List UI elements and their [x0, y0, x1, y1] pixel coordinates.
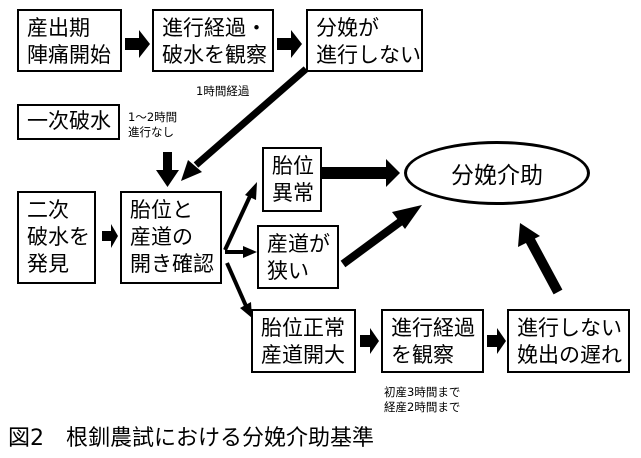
arrowhead-narrow-to-assist — [392, 205, 422, 229]
node-no-progress-line-2: 進行しない — [316, 43, 421, 67]
arrow-malposition-to-assist — [321, 159, 400, 187]
node-check-line-2: 産道の — [130, 225, 193, 249]
node-observe1-line-2: 破水を観察 — [162, 43, 267, 67]
node-observe2: 進行経過 を観察 — [381, 309, 484, 373]
note-one-hour: 1時間経過 — [196, 84, 250, 98]
node-malposition-line-2: 異常 — [272, 181, 314, 205]
node-narrow-line-2: 狭い — [267, 259, 309, 283]
node-malposition: 胎位 異常 — [262, 147, 322, 212]
node-no-progress: 分娩が 進行しない — [306, 9, 423, 72]
arrow-normal-to-observe2 — [360, 328, 379, 354]
arrow-check-to-normal — [225, 262, 248, 307]
node-narrow-line-1: 産道が — [267, 232, 330, 256]
arrow-delay-to-assist — [525, 237, 563, 295]
node-primary-rupture: 一次破水 — [17, 104, 120, 140]
node-observe2-line-1: 進行経過 — [391, 316, 475, 340]
node-observe1-line-1: 進行経過・ — [162, 16, 267, 40]
arrowhead-check-to-malposition — [245, 182, 257, 200]
node-secondary-rupture: 二次 破水を 発見 — [17, 191, 96, 284]
arrowhead-noprogress-to-check — [181, 160, 202, 181]
node-onset-line-1: 産出期 — [27, 16, 90, 40]
note-limits-line-2: 経産2時間まで — [384, 400, 461, 414]
arrowhead-check-to-normal — [240, 302, 252, 318]
node-delay: 進行しない 娩出の遅れ — [507, 309, 630, 373]
node-malposition-line-1: 胎位 — [272, 154, 314, 178]
node-check-line-3: 開き確認 — [130, 252, 214, 276]
figure-caption: 図2 根釧農試における分娩介助基準 — [8, 426, 374, 451]
note-one-two-hours-line-2: 進行なし — [128, 125, 174, 139]
arrow-check-to-malposition — [223, 193, 253, 251]
note-one-two-hours: 1〜2時間 進行なし — [128, 110, 177, 140]
node-delay-line-1: 進行しない — [517, 316, 622, 340]
node-primary-rupture-line-1: 一次破水 — [27, 109, 111, 133]
node-narrow: 産道が 狭い — [257, 225, 339, 289]
node-normal-line-2: 産道開大 — [261, 343, 345, 367]
node-assist: 分娩介助 — [404, 141, 590, 205]
arrowhead-delay-to-assist — [518, 223, 540, 247]
arrow-narrow-to-assist — [340, 218, 403, 268]
node-onset-line-2: 陣痛開始 — [27, 43, 111, 67]
node-assist-label: 分娩介助 — [451, 163, 543, 189]
note-limits-line-1: 初産3時間まで — [384, 385, 461, 399]
node-normal: 胎位正常 産道開大 — [251, 309, 356, 373]
node-observe2-line-2: を観察 — [391, 343, 454, 367]
node-delay-line-2: 娩出の遅れ — [517, 343, 622, 367]
arrow-secondary-to-check — [102, 224, 118, 248]
arrow-primary-to-check — [156, 152, 179, 187]
node-check-line-1: 胎位と — [130, 198, 193, 222]
node-normal-line-1: 胎位正常 — [261, 316, 345, 340]
node-observe1: 進行経過・ 破水を観察 — [152, 9, 274, 72]
arrow-noprogress-to-check — [193, 66, 309, 168]
node-secondary-rupture-line-1: 二次 — [27, 198, 69, 222]
node-secondary-rupture-line-2: 破水を — [27, 225, 90, 249]
arrow-observe2-to-delay — [487, 328, 506, 354]
note-one-two-hours-line-1: 1〜2時間 — [128, 110, 178, 124]
note-limits: 初産3時間まで 経産2時間まで — [384, 385, 460, 415]
node-secondary-rupture-line-3: 発見 — [27, 252, 69, 276]
node-no-progress-line-1: 分娩が — [316, 16, 379, 40]
arrow-observe1-to-noprogress — [277, 30, 302, 58]
node-check: 胎位と 産道の 開き確認 — [120, 191, 222, 284]
arrowhead-check-to-narrow — [243, 246, 257, 258]
arrow-onset-to-observe1 — [125, 30, 150, 58]
node-onset: 産出期 陣痛開始 — [17, 9, 122, 72]
